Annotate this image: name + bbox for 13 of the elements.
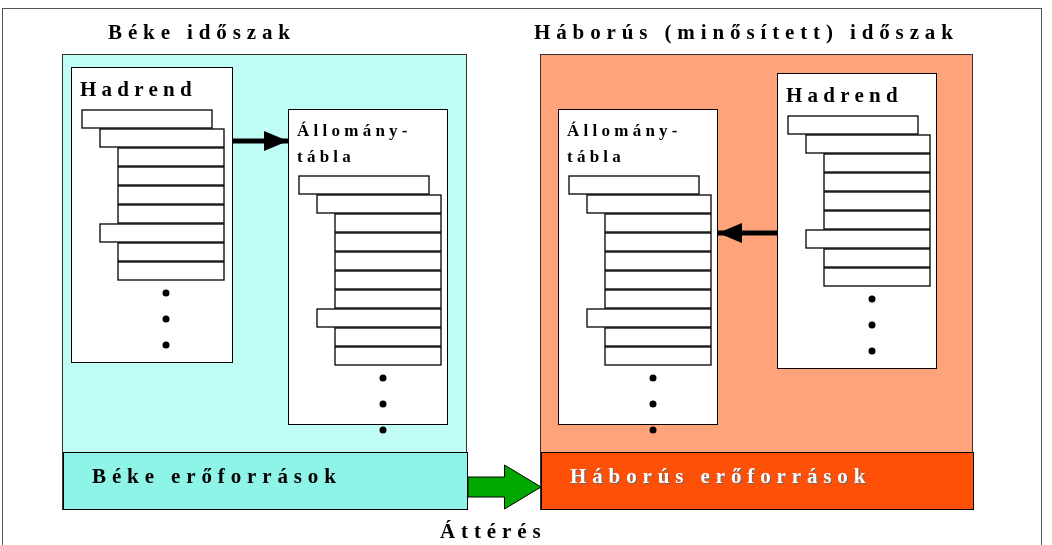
arrow — [467, 464, 542, 510]
card-title: Állomány-tábla — [567, 120, 683, 168]
card-title: Hadrend — [80, 76, 198, 102]
card-title: Állomány-tábla — [297, 120, 413, 168]
resource-band: Háborús erőforrások — [541, 452, 974, 510]
document-card — [71, 67, 233, 363]
arrow — [233, 131, 288, 151]
card-title: Hadrend — [786, 82, 904, 108]
panel-heading: Béke időszak — [108, 20, 296, 45]
panel-heading: Háborús (minősített) időszak — [534, 20, 959, 45]
document-card — [777, 73, 937, 369]
arrow — [718, 223, 777, 243]
resource-band: Béke erőforrások — [63, 452, 468, 510]
